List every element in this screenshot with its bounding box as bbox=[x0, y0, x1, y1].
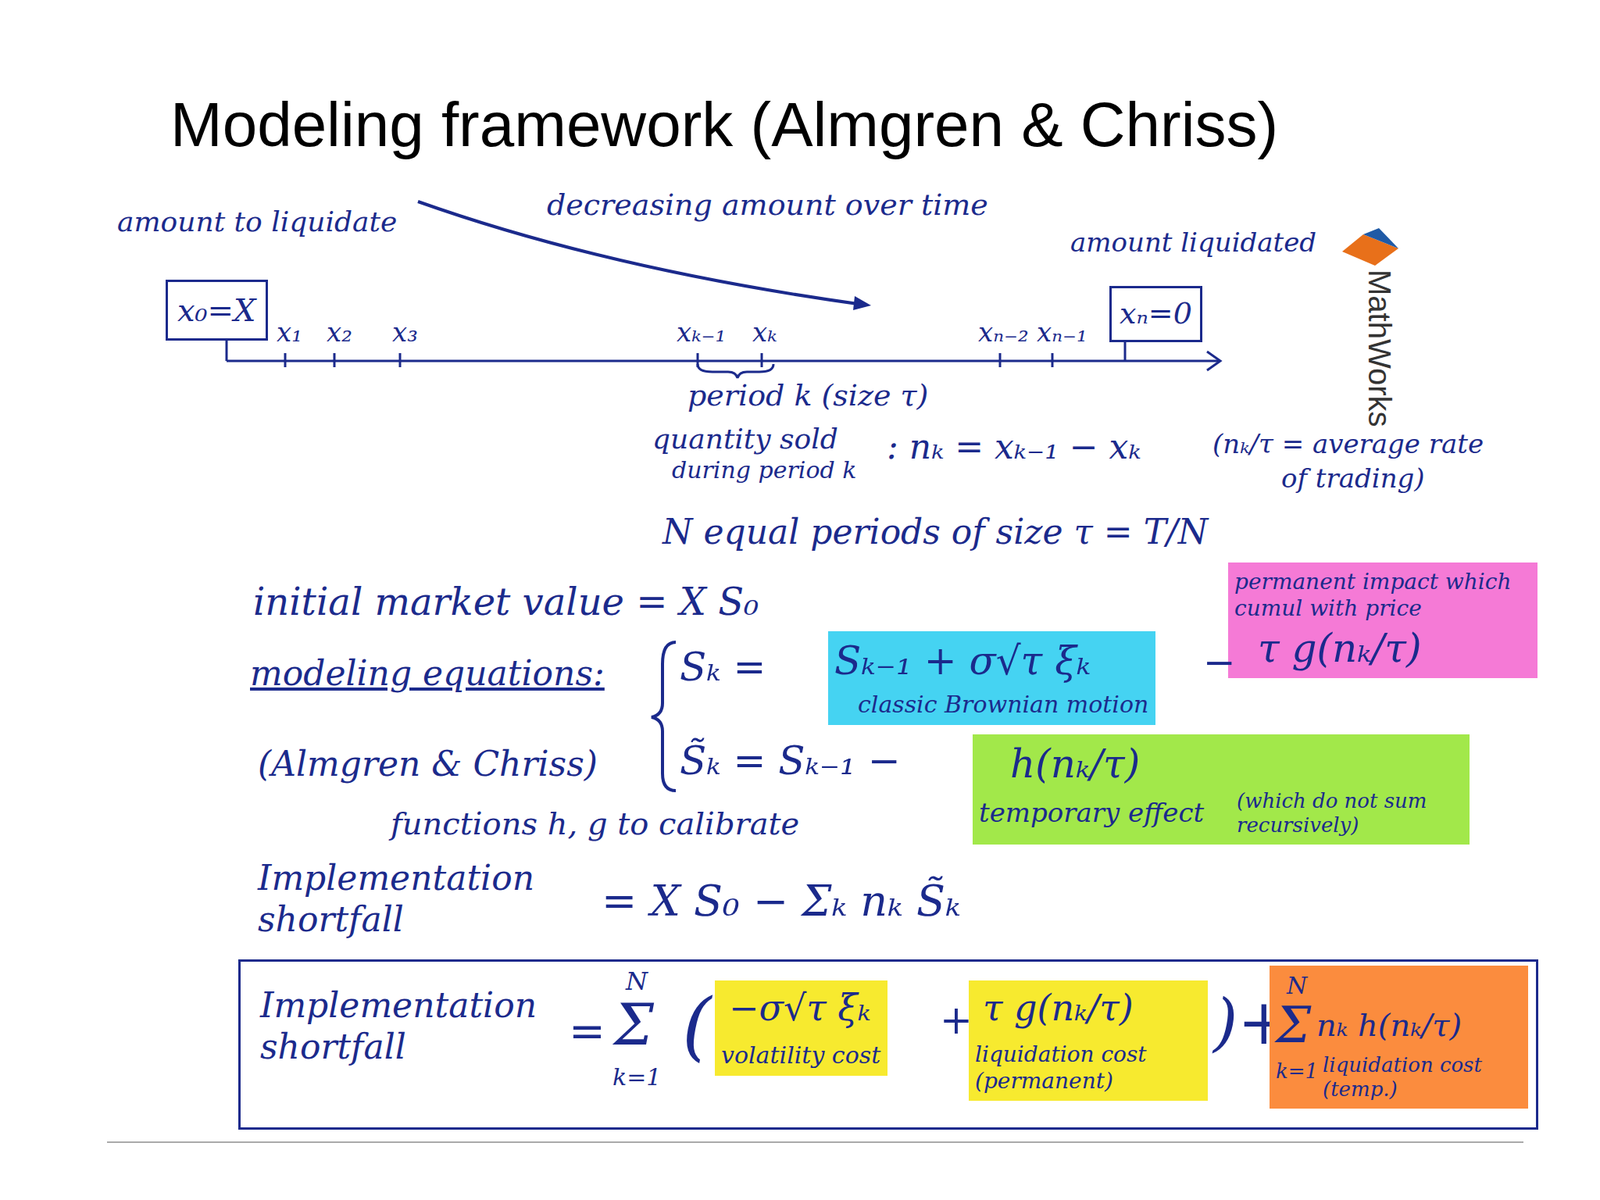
axis-tick bbox=[999, 353, 1002, 368]
handwritten-note: amount liquidated bbox=[1070, 226, 1317, 259]
watermark: MathWorks bbox=[1360, 269, 1399, 428]
formula: − bbox=[1203, 639, 1236, 686]
formula: = X S₀ − Σₖ nₖ S̃ₖ bbox=[601, 876, 961, 928]
slide-rule bbox=[107, 1141, 1524, 1143]
slide-title: Modeling framework (Almgren & Chriss) bbox=[170, 87, 1279, 163]
axis-tick-label: xₙ₋₂ bbox=[978, 316, 1029, 349]
period-brace bbox=[697, 364, 774, 379]
handwritten-note: of trading) bbox=[1281, 462, 1425, 495]
axis-arrow bbox=[1207, 351, 1221, 371]
node-text: h(nₖ/τ) bbox=[1010, 740, 1140, 788]
node-text: = bbox=[568, 1004, 606, 1058]
axis-tick-label: x₃ bbox=[392, 316, 418, 349]
axis-ticks bbox=[285, 353, 1053, 368]
formula: N equal periods of size τ = T/N bbox=[662, 511, 1208, 554]
node-text: volatility cost bbox=[721, 1041, 881, 1070]
axis-tick-label: x₂ bbox=[326, 316, 353, 349]
formula: : nₖ = xₖ₋₁ − xₖ bbox=[886, 426, 1141, 468]
node-text: Σ bbox=[1275, 995, 1311, 1056]
node-text: + bbox=[939, 996, 973, 1044]
node-text: temporary effect bbox=[978, 796, 1204, 829]
node-text: Implementation shortfall bbox=[260, 985, 558, 1068]
handwritten-note: functions h, g to calibrate bbox=[390, 804, 800, 843]
formula: S̃ₖ = Sₖ₋₁ − bbox=[679, 737, 901, 785]
handwritten-note: Implementation shortfall bbox=[257, 857, 555, 941]
node-text: classic Brownian motion bbox=[857, 690, 1149, 719]
handwritten-note: amount to liquidate bbox=[117, 204, 397, 239]
formula-box: Implementation shortfall=NΣk=1(+)+−σ√τ ξ… bbox=[238, 959, 1539, 1130]
node-text: x₀=X bbox=[177, 291, 257, 329]
node-text: liquidation cost (temp.) bbox=[1322, 1053, 1522, 1102]
equation-brace bbox=[651, 642, 676, 791]
highlight-band: h(nₖ/τ) temporary effect (which do not sum… bbox=[972, 734, 1470, 845]
node-text: −σ√τ ξₖ bbox=[728, 986, 871, 1030]
node-text: nₖ h(nₖ/τ) bbox=[1316, 1006, 1462, 1044]
node-text: k=1 bbox=[612, 1063, 661, 1092]
node-text: k=1 bbox=[1275, 1059, 1318, 1084]
node-text: xₙ=0 bbox=[1119, 296, 1193, 333]
axis-tick bbox=[1051, 353, 1054, 368]
axis-tick-label: xₖ₋₁ bbox=[676, 316, 726, 349]
time-axis bbox=[226, 360, 1219, 363]
handwritten-note: (nₖ/τ = average rate bbox=[1212, 428, 1484, 461]
node-text: Sₖ₋₁ + σ√τ ξₖ bbox=[834, 637, 1091, 685]
arrow-head bbox=[853, 296, 872, 311]
node-text: permanent impact which cumul with price bbox=[1234, 568, 1532, 622]
node-text: N bbox=[625, 966, 648, 997]
section-heading: modeling equations: bbox=[250, 653, 605, 695]
axis-tick-label: xₙ₋₁ bbox=[1036, 316, 1088, 349]
axis-tick bbox=[284, 353, 287, 368]
handwritten-note: period k (size τ) bbox=[687, 378, 929, 415]
axis-tick bbox=[760, 353, 764, 368]
axis-tick bbox=[1124, 340, 1127, 361]
node-text: ( bbox=[682, 981, 711, 1072]
handwritten-note: (Almgren & Chriss) bbox=[257, 743, 598, 786]
handwritten-note: during period k bbox=[671, 456, 857, 485]
state-box: xₙ=0 bbox=[1109, 285, 1203, 343]
node-text: Σ bbox=[614, 991, 654, 1059]
node-text: τ g(nₖ/τ) bbox=[1257, 625, 1422, 672]
axis-tick-label: xₖ bbox=[752, 316, 778, 349]
logo bbox=[1342, 234, 1399, 266]
highlight-band: permanent impact which cumul with priceτ… bbox=[1228, 562, 1538, 679]
axis-tick bbox=[399, 353, 402, 368]
highlight-band: NΣk=1 nₖ h(nₖ/τ) liquidation cost (temp.) bbox=[1269, 965, 1529, 1109]
highlight-band: Sₖ₋₁ + σ√τ ξₖ classic Brownian motion bbox=[828, 631, 1156, 725]
highlight-band: −σ√τ ξₖ volatility cost bbox=[714, 980, 888, 1076]
arrow-label: decreasing amount over time bbox=[546, 187, 989, 224]
logo bbox=[1363, 228, 1399, 249]
axis-tick bbox=[333, 353, 336, 368]
node-text: (which do not sum recursively) bbox=[1236, 789, 1464, 838]
state-box: x₀=X bbox=[165, 279, 268, 341]
node-text: N bbox=[1286, 971, 1308, 1000]
axis-tick bbox=[225, 339, 229, 361]
handwritten-note: quantity sold bbox=[652, 421, 839, 456]
formula: initial market value = X S₀ bbox=[253, 579, 759, 625]
highlight-band: τ g(nₖ/τ) liquidation cost (permanent) bbox=[968, 980, 1208, 1101]
node-text: τ g(nₖ/τ) bbox=[982, 986, 1134, 1030]
node-text: liquidation cost (permanent) bbox=[975, 1041, 1202, 1094]
axis-tick-label: x₁ bbox=[276, 316, 303, 349]
formula: Sₖ = bbox=[679, 643, 766, 691]
